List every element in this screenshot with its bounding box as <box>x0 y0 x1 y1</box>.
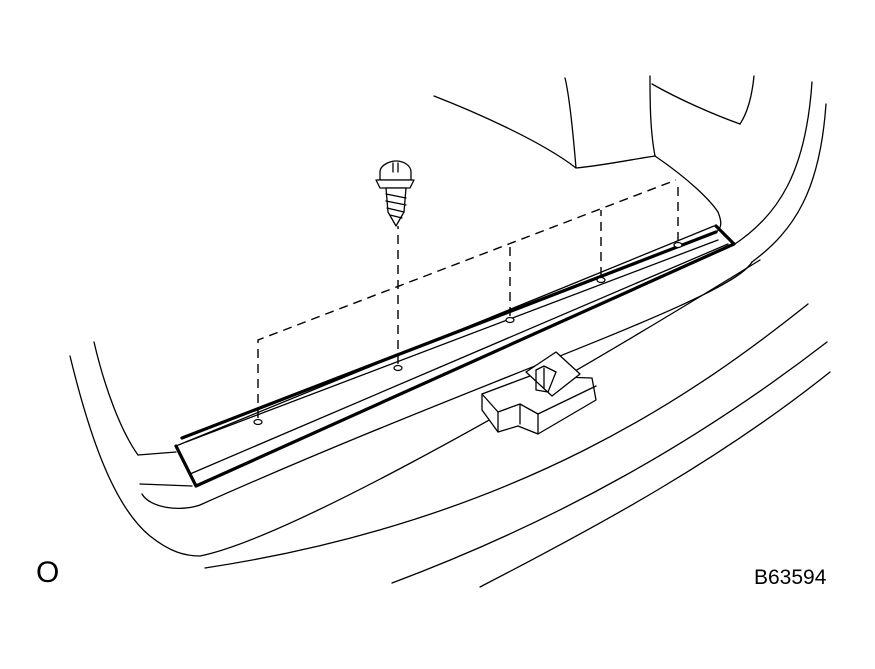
screw-hole <box>673 241 683 249</box>
screw-hole <box>393 364 403 372</box>
screw-hole <box>505 316 515 324</box>
interior-trim <box>433 75 755 233</box>
screw-hole <box>596 276 606 284</box>
screw-hole <box>253 418 263 426</box>
screw-icon <box>375 160 415 227</box>
screw-holes <box>253 241 683 426</box>
alignment-lines <box>257 179 679 418</box>
corner-mark-label: O <box>36 556 60 589</box>
scuff-plate <box>174 224 736 488</box>
figure-code-label: B63594 <box>754 566 827 589</box>
latch-striker-icon <box>481 351 597 435</box>
